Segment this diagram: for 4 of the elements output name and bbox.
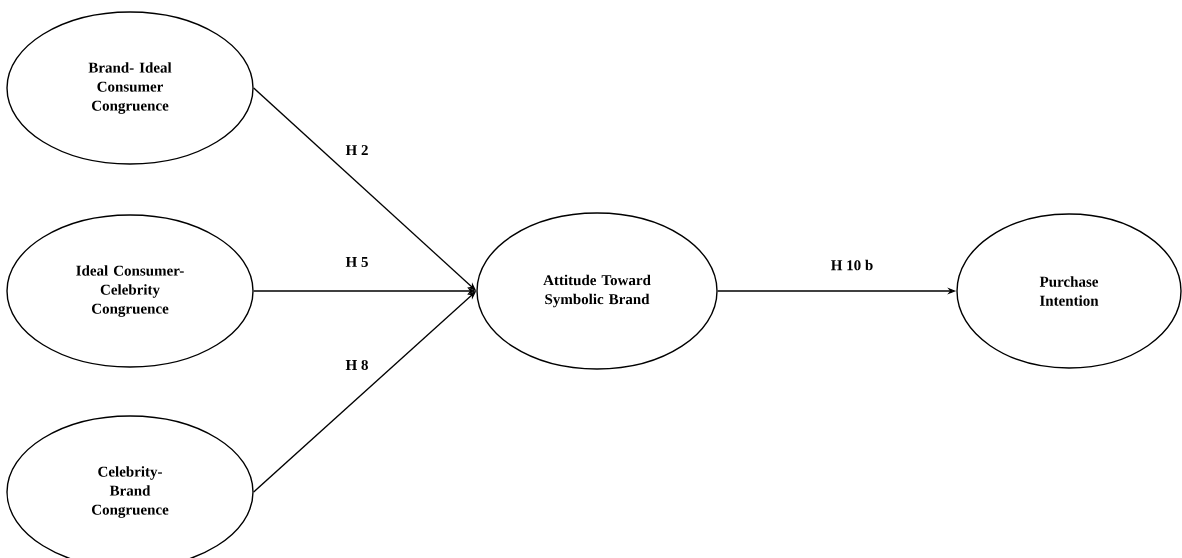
edge-label: H 2: [344, 144, 370, 156]
edge-label: H 10 b: [829, 258, 875, 272]
edge-label: H 8: [344, 358, 370, 372]
edge-label: H 5: [344, 256, 370, 268]
